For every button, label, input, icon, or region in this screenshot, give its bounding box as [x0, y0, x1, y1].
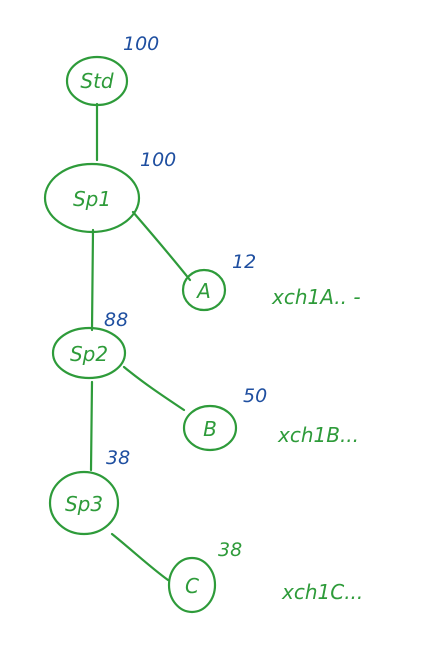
node-std-circle — [65, 55, 129, 107]
node-b-note: xch1B... — [277, 423, 359, 447]
node-std-count: 100 — [123, 33, 159, 55]
edge-sp2-sp3 — [89, 380, 94, 472]
count-annotations: 100 100 12 88 50 38 38 — [104, 33, 267, 561]
node-sp2-count: 88 — [104, 309, 128, 331]
node-b-circle — [182, 404, 238, 452]
edge-sp1-sp2 — [90, 228, 95, 332]
node-circles — [43, 55, 238, 614]
node-a-circle — [181, 268, 227, 312]
node-c-count: 38 — [218, 539, 242, 561]
node-labels: Std Sp1 A Sp2 B Sp3 C — [65, 69, 217, 598]
side-notes: xch1A.. - xch1B... xch1C... — [271, 285, 363, 604]
node-a-label: A — [195, 279, 211, 303]
node-sp3-label: Sp3 — [65, 492, 103, 516]
node-b-label: B — [203, 417, 217, 441]
node-std-label: Std — [80, 69, 114, 93]
node-c-label: C — [185, 574, 199, 598]
edge-sp2-b — [122, 365, 186, 412]
node-sp2-label: Sp2 — [70, 342, 108, 366]
node-sp1-label: Sp1 — [73, 187, 111, 211]
node-sp1-count: 100 — [140, 149, 176, 171]
node-c-note: xch1C... — [281, 580, 363, 604]
edge-sp3-c — [110, 532, 170, 582]
node-a-note: xch1A.. - — [271, 285, 361, 309]
node-sp3-circle — [48, 470, 120, 536]
node-c-circle — [167, 556, 217, 614]
node-sp3-count: 38 — [106, 447, 130, 469]
node-sp1-circle — [43, 162, 141, 234]
node-sp2-circle — [51, 326, 127, 380]
edges — [89, 102, 192, 582]
node-a-count: 12 — [232, 251, 256, 273]
edge-sp1-a — [131, 210, 192, 282]
node-b-count: 50 — [243, 385, 267, 407]
